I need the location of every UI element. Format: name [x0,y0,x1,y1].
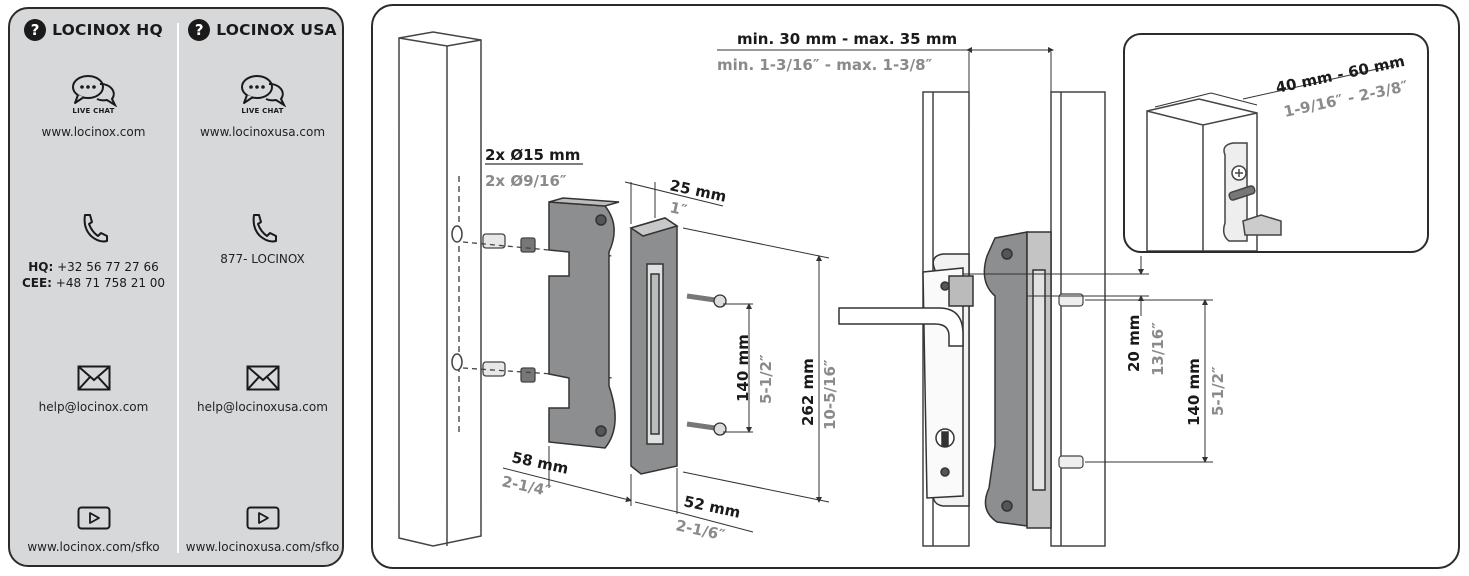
video-link[interactable]: www.locinoxusa.com/sfko [185,540,340,554]
height-in: 10-5/16″ [821,359,839,430]
live-chat-icon[interactable] [239,73,287,107]
email-link[interactable]: help@locinox.com [38,400,149,414]
phone-hq[interactable]: +32 56 77 27 66 [57,260,159,274]
depth-dimension [624,181,724,224]
website-link[interactable]: www.locinox.com [41,125,146,139]
phone-numbers: HQ: +32 56 77 27 66 CEE: +48 71 758 21 0… [10,259,177,291]
keeper-mounted [983,231,1052,529]
screws [686,293,727,436]
diagram-drawing: 2x Ø15 mm 2x Ø9/16″ 25 mm 1″ min. 30 mm … [398,30,1227,547]
phone-icon[interactable] [248,212,278,244]
phone-cee-label: CEE: [21,276,52,290]
keeper-body [629,217,679,475]
video-icon[interactable] [77,506,111,530]
email-icon[interactable] [77,365,111,391]
spacing2-mm: 140 mm [1185,358,1203,426]
brand-name-usa: LOCINOX USA [216,21,337,39]
video-icon[interactable] [246,506,280,530]
holes-mm: 2x Ø15 mm [485,146,580,164]
profile-plugs [1058,293,1084,469]
live-chat-label: LIVE CHAT [241,107,284,115]
profile-size-inset: 40 mm - 60 mm 1-9/16″ - 2-3/8″ [1123,33,1429,253]
brand-name-hq: LOCINOX HQ [52,21,163,39]
width2-in: 2-1/6″ [674,516,727,544]
phone-usa[interactable]: 877- LOCINOX [220,252,305,266]
spacing-in: 5-1/2″ [757,354,775,404]
inset-drawing: 40 mm - 60 mm 1-9/16″ - 2-3/8″ [1146,52,1410,251]
phone-icon[interactable] [79,212,109,244]
installation-diagram: 2x Ø15 mm 2x Ø9/16″ 25 mm 1″ min. 30 mm … [371,4,1460,569]
width1-mm: 58 mm [510,448,570,478]
gap-in: min. 1-3/16″ - max. 1-3/8″ [717,56,933,74]
gap-mm: min. 30 mm - max. 35 mm [737,30,957,48]
phone-hq-label: HQ: [28,260,54,274]
brand-usa: ? LOCINOX USA [179,19,342,41]
gap-dimension [717,47,1054,92]
gate-post [398,31,482,547]
spacing-dimension [723,303,753,433]
depth-in: 1″ [668,198,689,219]
phone-cee[interactable]: +48 71 758 21 00 [55,276,166,290]
email-icon[interactable] [246,365,280,391]
width1-in: 2-1/4″ [500,472,553,500]
contact-panel: ? LOCINOX HQ LIVE CHAT www.locinox.com H… [8,7,344,567]
contact-column-hq: ? LOCINOX HQ LIVE CHAT www.locinox.com H… [10,9,177,565]
column-divider [177,23,179,553]
height-mm: 262 mm [799,358,817,426]
offset-dimension [963,256,1149,316]
spacing-mm: 140 mm [734,334,752,402]
website-link[interactable]: www.locinoxusa.com [199,125,326,139]
email-link[interactable]: help@locinoxusa.com [197,400,328,414]
width-dimensions [502,446,754,533]
spacing2-dimension [1085,299,1213,463]
help-icon: ? [24,19,47,41]
contact-column-usa: ? LOCINOX USA LIVE CHAT www.locinoxusa.c… [179,9,342,565]
offset-in: 13/16″ [1149,322,1167,376]
width2-mm: 52 mm [682,492,742,522]
fixing-plugs [462,233,614,383]
brand-hq: ? LOCINOX HQ [10,19,177,41]
video-link[interactable]: www.locinox.com/sfko [27,540,160,554]
live-chat-label: LIVE CHAT [72,107,115,115]
offset-mm: 20 mm [1125,315,1143,372]
help-icon: ? [188,19,211,41]
height-dimension [682,227,830,503]
live-chat-icon[interactable] [70,73,118,107]
mounting-bracket [548,197,620,449]
holes-in: 2x Ø9/16″ [485,172,567,190]
spacing2-in: 5-1/2″ [1209,366,1227,416]
lock-assembly [838,253,974,507]
